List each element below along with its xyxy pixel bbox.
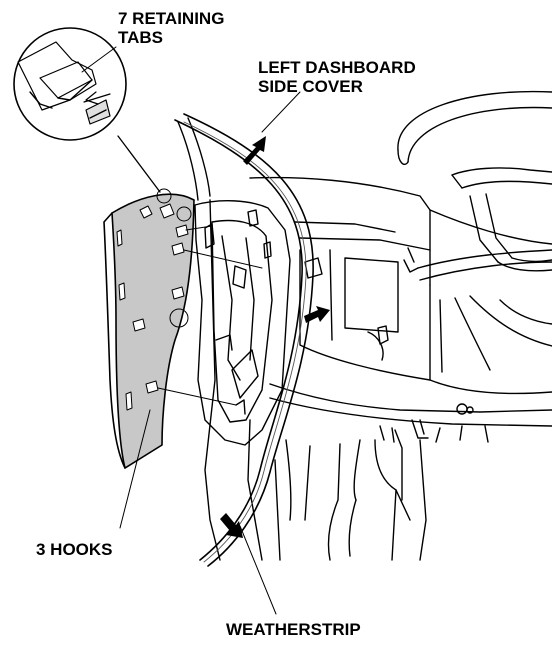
- dashboard-body: [249, 176, 552, 561]
- retaining-tabs-label: 7 RETAINING TABS: [118, 9, 224, 47]
- side-cover-label-line-1: LEFT DASHBOARD: [258, 58, 416, 77]
- side-cover-label: LEFT DASHBOARD SIDE COVER: [258, 58, 416, 96]
- retaining-tabs-label-line-1: 7 RETAINING: [118, 9, 225, 28]
- detail-inset: [13, 27, 161, 193]
- side-bracket: [194, 200, 291, 446]
- hooks-label: 3 HOOKS: [36, 540, 113, 559]
- side-cover-label-line-2: SIDE COVER: [258, 77, 363, 96]
- steering-wheel: [397, 90, 552, 272]
- guide-lines: [157, 225, 263, 406]
- weatherstrip-label: WEATHERSTRIP: [226, 620, 361, 639]
- left-dashboard-side-cover: [103, 193, 195, 469]
- retaining-tabs-label-line-2: TABS: [118, 28, 164, 47]
- direction-arrows: [220, 136, 330, 538]
- weatherstrip-seal: [174, 113, 314, 567]
- label-leaders: [81, 46, 301, 615]
- tab-callout-circles: [156, 188, 192, 328]
